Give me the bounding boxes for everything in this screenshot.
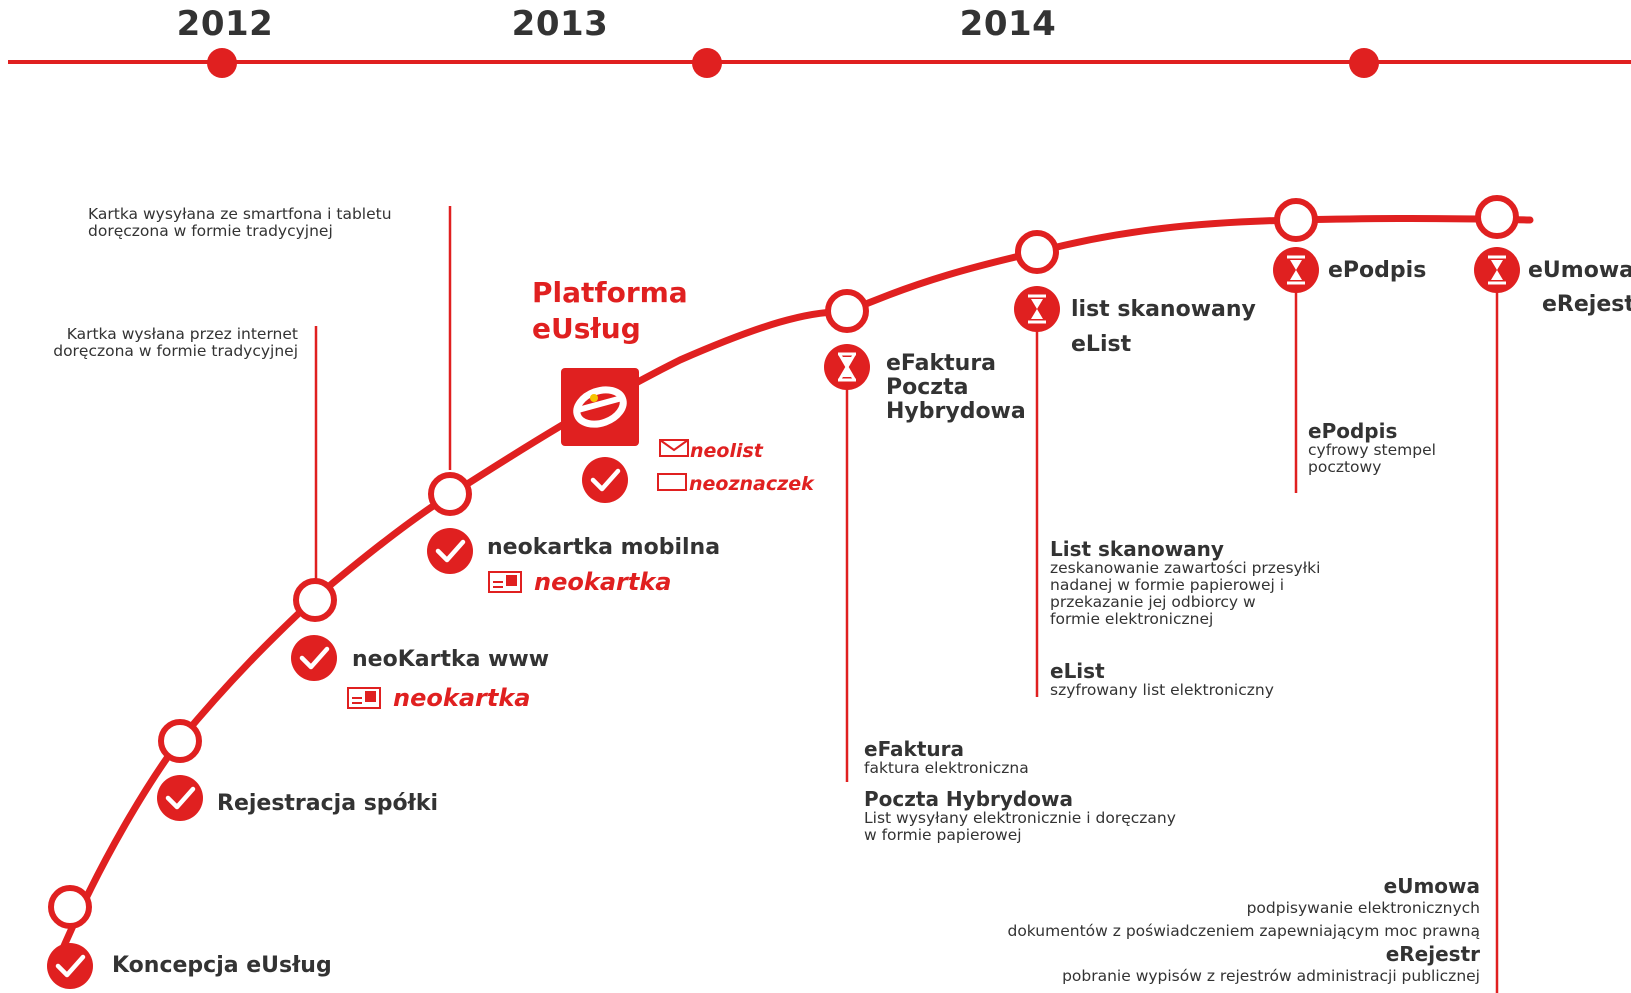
year-label-2014: 2014: [959, 4, 1057, 44]
eustugi-logo-icon: [561, 368, 639, 446]
brand-neoznaczek: neoznaczek: [689, 473, 814, 495]
year-marker-2013: [692, 48, 722, 78]
milestone-koncepcja: Koncepcja eUsług: [112, 953, 332, 978]
year-label-2013: 2013: [511, 4, 609, 44]
hourglass-icon: [1273, 247, 1319, 293]
milestone-epodpis: ePodpis: [1328, 258, 1427, 283]
year-marker-2012: [207, 48, 237, 78]
detail-poczta-hybrydowa: Poczta Hybrydowa List wysyłany elektroni…: [864, 788, 1176, 844]
milestone-erejestr: eRejestr: [1542, 292, 1631, 317]
curve-node-epodpis: [1274, 198, 1318, 242]
year-label-2012: 2012: [176, 4, 274, 44]
curve-node-rejestracja: [158, 719, 202, 763]
hourglass-icon: [824, 344, 870, 390]
detail-efaktura: eFaktura faktura elektroniczna: [864, 738, 1029, 777]
check-icon: [47, 943, 93, 989]
milestone-neokartka-mobilna: neokartka mobilna: [487, 535, 721, 560]
platform-title-line2: eUsług: [532, 312, 641, 345]
detail-poczta-desc: List wysyłany elektronicznie i doręczany…: [864, 809, 1176, 844]
milestone-efaktura: eFaktura Poczta Hybrydowa: [886, 351, 1026, 424]
note-www: Kartka wysłana przez internet doręczona …: [53, 325, 298, 360]
detail-erejestr-desc: pobranie wypisów z rejestrów administrac…: [1062, 967, 1480, 985]
detail-elist-desc: szyfrowany list elektroniczny: [1050, 681, 1274, 699]
curve-node-www: [293, 578, 337, 622]
year-marker-2014: [1349, 48, 1379, 78]
check-icon: [291, 635, 337, 681]
note-mobile: Kartka wysyłana ze smartfona i tabletu d…: [88, 205, 392, 240]
postcard-icon: [347, 687, 381, 709]
detail-erejestr-title: eRejestr: [1385, 942, 1480, 966]
curve-node-eumowa: [1475, 195, 1519, 239]
detail-epodpis-desc: cyfrowy stempel pocztowy: [1308, 441, 1436, 476]
detail-eumowa-erejestr: eUmowa podpisywanie elektronicznych doku…: [880, 875, 1480, 988]
milestone-elist: eList: [1071, 332, 1132, 357]
detail-epodpis-title: ePodpis: [1308, 419, 1398, 443]
platform-title: Platforma eUsług: [532, 275, 688, 347]
milestone-rejestracja: Rejestracja spółki: [217, 791, 439, 816]
check-icon: [157, 775, 203, 821]
curve-node-efaktura: [825, 289, 869, 333]
detail-efaktura-desc: faktura elektroniczna: [864, 759, 1029, 777]
curve-node-list: [1015, 230, 1059, 274]
growth-curve: [54, 215, 1534, 964]
detail-listsk-desc: zeskanowanie zawartości przesyłki nadane…: [1050, 559, 1321, 628]
detail-epodpis: ePodpis cyfrowy stempel pocztowy: [1308, 420, 1436, 476]
hourglass-icon: [1014, 286, 1060, 332]
detail-efaktura-title: eFaktura: [864, 737, 965, 761]
platform-title-line1: Platforma: [532, 276, 688, 309]
brand-neokartka: neokartka: [534, 568, 672, 596]
detail-list-skanowany: List skanowany zeskanowanie zawartości p…: [1050, 538, 1320, 628]
milestone-eumowa: eUmowa: [1528, 258, 1631, 283]
brand-neolist: neolist: [690, 440, 763, 462]
detail-elist-title: eList: [1050, 659, 1105, 683]
check-icon: [427, 528, 473, 574]
postcard-icon: [488, 571, 522, 593]
detail-poczta-title: Poczta Hybrydowa: [864, 787, 1073, 811]
curve-node-koncepcja: [48, 885, 92, 929]
brand-neokartka: neokartka: [393, 684, 531, 712]
envelope-icon: [659, 439, 689, 457]
milestone-neokartka-www: neoKartka www: [352, 647, 550, 672]
detail-elist: eList szyfrowany list elektroniczny: [1050, 660, 1274, 699]
hourglass-icon: [1474, 247, 1520, 293]
detail-eumowa-title: eUmowa: [1383, 874, 1480, 898]
detail-listsk-title: List skanowany: [1050, 537, 1224, 561]
stamp-icon: [657, 473, 687, 491]
check-icon: [582, 457, 628, 503]
curve-node-mobile: [428, 472, 472, 516]
detail-eumowa-desc: podpisywanie elektronicznych dokumentów …: [1007, 899, 1480, 940]
milestone-list-skanowany: list skanowany: [1071, 297, 1256, 322]
